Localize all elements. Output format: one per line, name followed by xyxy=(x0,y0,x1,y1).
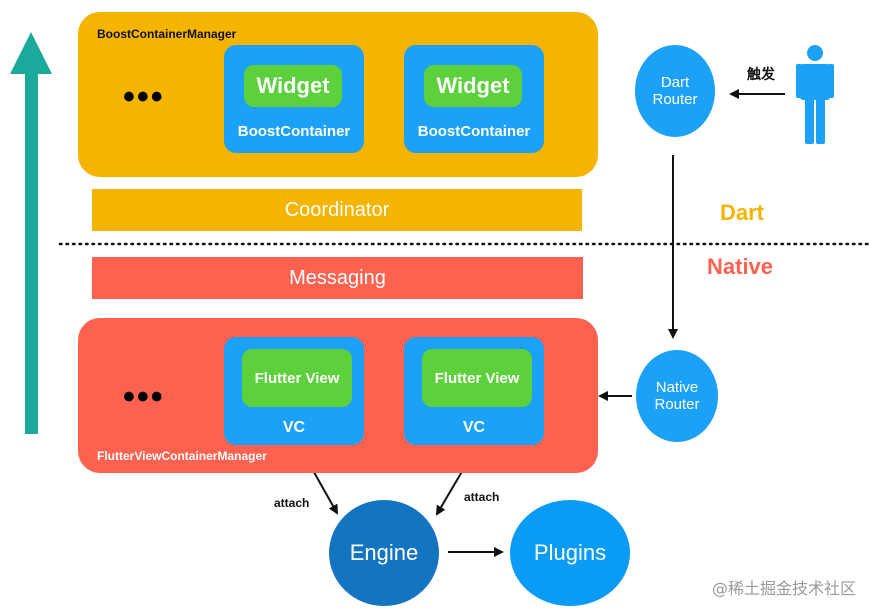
up-arrow-icon xyxy=(10,32,52,434)
plugins-node: Plugins xyxy=(510,500,630,606)
native-side-label: Native xyxy=(707,254,774,279)
watermark: @稀土掘金技术社区 xyxy=(712,579,857,598)
messaging-bar: Messaging xyxy=(92,257,583,299)
native-router-node: Native Router xyxy=(636,350,718,442)
widget-box: Widget xyxy=(244,65,342,107)
widget-box: Widget xyxy=(424,65,522,107)
trigger-label: 触发 xyxy=(747,66,775,82)
dart-side-label: Dart xyxy=(720,200,765,225)
boost-container-manager: BoostContainerManager ••• Widget BoostCo… xyxy=(78,12,598,177)
ellipsis-icon: ••• xyxy=(123,78,165,116)
vc-label: VC xyxy=(282,419,306,436)
ellipsis-icon: ••• xyxy=(123,378,165,416)
boost-container: Widget BoostContainer xyxy=(404,45,544,153)
flutter-view-box: Flutter View xyxy=(242,349,352,407)
vc-container: Flutter View VC xyxy=(404,337,544,445)
boost-container-label: BoostContainer xyxy=(237,123,351,140)
flutter-view-container-manager-label: FlutterViewContainerManager xyxy=(97,449,267,463)
flutter-view-container-manager: ••• Flutter View VC Flutter View VC Flut… xyxy=(78,318,598,473)
dart-router-node: Dart Router xyxy=(635,45,715,137)
boost-container-manager-label: BoostContainerManager xyxy=(97,27,237,41)
coordinator-bar: Coordinator xyxy=(92,189,582,231)
engine-node: Engine xyxy=(329,500,439,606)
vc-label: VC xyxy=(462,419,486,436)
boost-container-label: BoostContainer xyxy=(417,123,531,140)
boost-container: Widget BoostContainer xyxy=(224,45,364,153)
flutter-view-box: Flutter View xyxy=(422,349,532,407)
attach-label-right: attach xyxy=(464,490,500,504)
person-icon xyxy=(796,45,834,144)
attach-label-left: attach xyxy=(274,496,310,510)
vc-container: Flutter View VC xyxy=(224,337,364,445)
